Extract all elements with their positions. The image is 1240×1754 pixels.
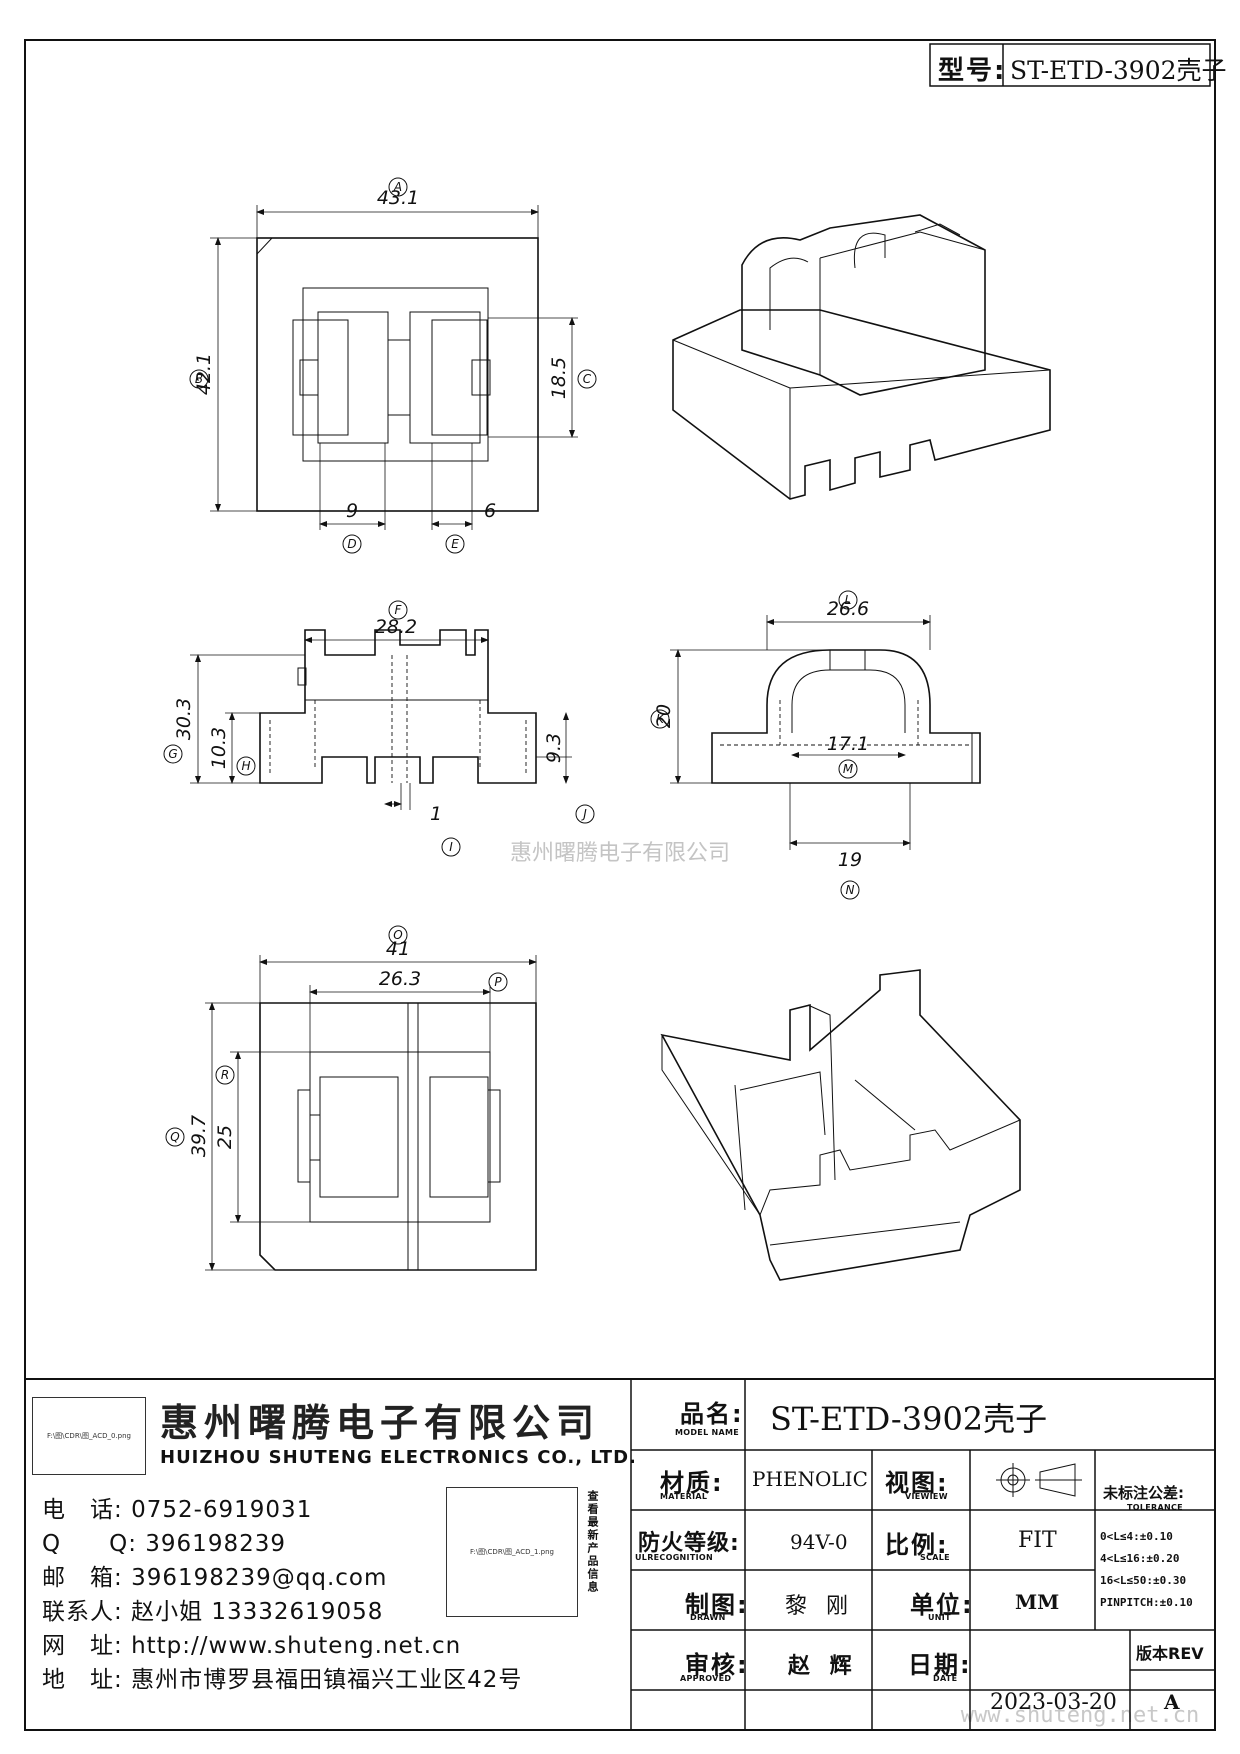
rev-value: A: [1164, 1690, 1180, 1714]
dim-J-value: 9.3: [543, 733, 565, 763]
view-label: 视图:: [885, 1469, 949, 1497]
callout-C: C: [583, 372, 592, 386]
callout-O: O: [393, 928, 402, 942]
scale-label: 比例:: [885, 1531, 949, 1559]
model-name-label: 品名:: [680, 1400, 744, 1428]
date-sub: DATE: [933, 1674, 958, 1683]
date-value: 2023-03-20: [990, 1690, 1117, 1715]
company-name-cn: 惠州曙腾电子有限公司: [160, 1401, 601, 1445]
watermark-center: 惠州曙腾电子有限公司: [510, 841, 730, 866]
dim-N-value: 19: [838, 849, 862, 871]
callout-D: D: [347, 537, 356, 551]
callout-A: A: [393, 180, 402, 194]
iso-view-bottom: [660, 969, 1021, 1281]
callout-circles: [163, 177, 860, 1147]
dimension-lines: [190, 205, 931, 1271]
dim-H-value: 10.3: [208, 727, 230, 769]
callout-L: L: [845, 593, 852, 607]
iso-view-top: [672, 214, 1051, 500]
dim-Q-value: 39.7: [188, 1115, 210, 1157]
dim-O-value: 41: [386, 938, 410, 960]
callout-H: H: [241, 759, 250, 773]
dim-A-value: 43.1: [377, 187, 419, 209]
flame-sub: ULRECOGNITION: [635, 1553, 713, 1562]
contact-person: 联系人: 赵小姐 13332619058: [42, 1599, 384, 1625]
callout-F: F: [395, 603, 403, 617]
callout-I: I: [449, 840, 453, 854]
top-view: [256, 237, 539, 512]
callout-P: P: [494, 975, 502, 989]
tolerance-row-4: PINPITCH:±0.10: [1100, 1596, 1193, 1609]
dim-G-value: 30.3: [173, 698, 195, 740]
watermark-corner: www.shuteng.net.cn: [961, 1703, 1199, 1728]
dim-M-value: 17.1: [827, 733, 869, 755]
tolerance-label: 未标注公差:: [1103, 1484, 1184, 1502]
contact-email: 邮 箱: 396198239@qq.com: [42, 1565, 388, 1591]
dim-I-value: 1: [430, 803, 442, 825]
contact-qq: Q Q: 396198239: [42, 1531, 286, 1557]
bottom-view: [259, 1002, 537, 1271]
tolerance-sub: TOLERANCE: [1127, 1503, 1183, 1512]
callout-M: M: [843, 762, 854, 776]
header-model-label: 型号:: [938, 56, 1007, 86]
contact-phone: 电 话: 0752-6919031: [42, 1497, 313, 1523]
tolerance-row-3: 16<L≤50:±0.30: [1100, 1574, 1187, 1587]
scale-value: FIT: [1018, 1528, 1057, 1553]
date-label: 日期:: [908, 1651, 972, 1679]
material-label: 材质:: [660, 1469, 724, 1497]
unit-value: MM: [1015, 1590, 1060, 1614]
header-model-value: ST-ETD-3902壳子: [1010, 56, 1227, 85]
flame-label: 防火等级:: [638, 1531, 740, 1556]
dim-F-value: 28.2: [375, 616, 417, 638]
dim-C-value: 18.5: [548, 357, 570, 399]
contact-address: 地 址: 惠州市博罗县福田镇福兴工业区42号: [42, 1667, 523, 1693]
callout-K: K: [656, 712, 665, 726]
approved-value: 赵 辉: [788, 1654, 858, 1679]
drawn-label: 制图:: [685, 1591, 749, 1619]
material-value: PHENOLIC: [752, 1467, 868, 1491]
tolerance-row-2: 4<L≤16:±0.20: [1100, 1552, 1180, 1565]
callout-Q: Q: [170, 1130, 179, 1144]
drawn-value: 黎 刚: [785, 1594, 854, 1619]
dim-E-value: 6: [484, 500, 496, 522]
callout-J: J: [581, 807, 587, 821]
dim-R-value: 25: [214, 1125, 236, 1149]
qr-caption: 查看最新产品信息: [586, 1490, 599, 1594]
rev-label: 版本REV: [1136, 1644, 1204, 1663]
company-name-en: HUIZHOU SHUTENG ELECTRONICS CO., LTD.: [160, 1447, 637, 1468]
callout-E: E: [451, 537, 459, 551]
callout-G: G: [168, 747, 177, 761]
scale-sub: SCALE: [920, 1553, 950, 1562]
approved-sub: APPROVED: [680, 1674, 732, 1683]
model-name-value: ST-ETD-3902壳子: [770, 1400, 1048, 1438]
dim-D-value: 9: [346, 500, 358, 522]
callout-N: N: [846, 883, 855, 897]
header-model-box: [929, 43, 1211, 87]
model-name-sub: MODEL NAME: [675, 1428, 740, 1437]
unit-label: 单位:: [910, 1591, 974, 1619]
front-view: [259, 629, 537, 784]
qr-code: F:\图\CDR\图_ACD_1.png: [446, 1487, 578, 1617]
dim-P-value: 26.3: [379, 968, 421, 990]
material-sub: MATERIAL: [660, 1492, 708, 1501]
projection-symbol-icon: [996, 1463, 1082, 1497]
drawn-sub: DRAWN: [690, 1613, 726, 1622]
view-sub: VIEWIEW: [905, 1492, 948, 1501]
dim-B-value: 42.1: [193, 353, 215, 395]
flame-value: 94V-0: [790, 1530, 848, 1554]
company-logo: F:\图\CDR\图_ACD_0.png: [32, 1397, 146, 1475]
tolerance-row-1: 0<L≤4:±0.10: [1100, 1530, 1173, 1543]
callout-R: R: [221, 1068, 229, 1082]
title-block-grid: [25, 1378, 1215, 1730]
unit-sub: UNIT: [928, 1613, 951, 1622]
approved-label: 审核:: [685, 1651, 749, 1679]
contact-website[interactable]: 网 址: http://www.shuteng.net.cn: [42, 1633, 462, 1659]
callout-B: B: [195, 372, 203, 386]
